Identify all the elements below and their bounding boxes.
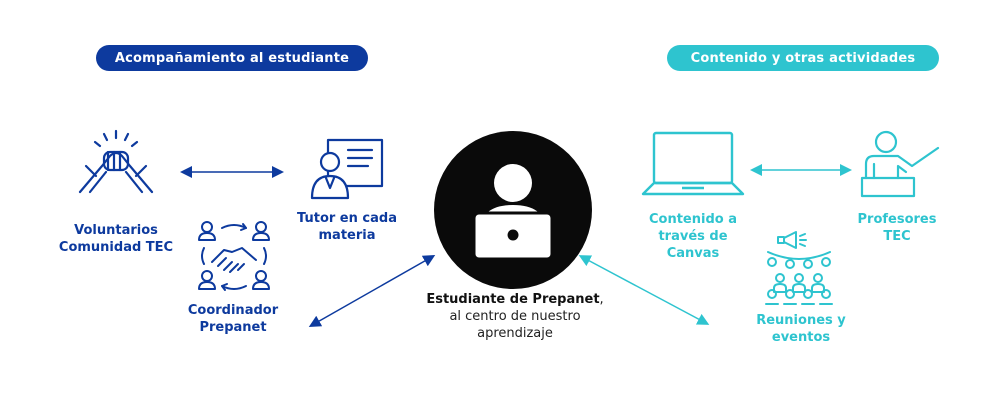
arrow-coordinador-estudiante	[308, 255, 436, 327]
node-label-reuniones: Reuniones y eventos	[756, 313, 846, 345]
node-label-voluntarios: Voluntarios Comunidad TEC	[58, 223, 174, 255]
node-label-profesores: Profesores TEC	[857, 212, 937, 244]
handshake-arms-icon	[78, 129, 154, 194]
audience-megaphone-icon	[765, 231, 833, 305]
tutor-board-icon	[310, 138, 384, 200]
node-label-estudiante: Estudiante de Prepanet, al centro de nue…	[426, 292, 604, 341]
teacher-icon	[860, 130, 940, 198]
node-label-tutor: Tutor en cada materia	[297, 211, 397, 243]
laptop-icon	[641, 131, 745, 196]
section-pill-acompanamiento: Acompañamiento al estudiante	[96, 45, 368, 71]
node-label-contenido: Contenido a través de Canvas	[648, 212, 737, 261]
section-pill-contenido: Contenido y otras actividades	[667, 45, 939, 71]
node-label-coordinador: Coordinador Prepanet	[187, 303, 279, 335]
arrow-estudiante-reuniones	[578, 255, 710, 325]
student-laptop-icon	[434, 131, 592, 289]
handshake-network-icon	[198, 221, 270, 291]
